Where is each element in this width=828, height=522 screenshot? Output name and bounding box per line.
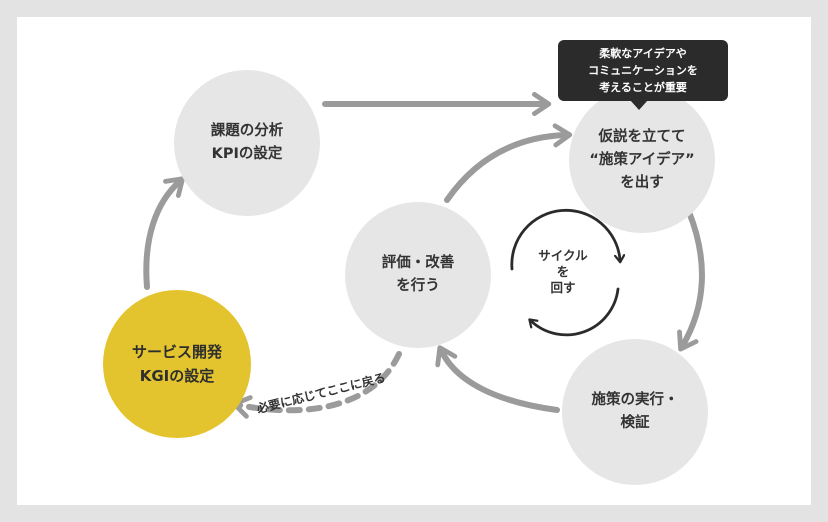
node-issue-analysis-line1: 課題の分析 [210,123,284,139]
node-execution-line2: 検証 [620,415,650,431]
node-evaluation-line1: 評価・改善 [381,255,455,271]
node-execution-line1: 施策の実行・ [591,392,679,408]
node-issue-analysis: 課題の分析 KPIの設定 [174,70,320,216]
cycle-label: サイクル を 回す [533,248,593,296]
cycle-arrow-top [510,208,626,271]
node-evaluation-line2: を行う [396,278,440,294]
diagram-card: 課題の分析 KPIの設定 仮説を立てて “施策アイデア” を出す 施策の実行・ … [17,17,811,505]
node-hypothesis-line1: 仮説を立てて [598,128,686,145]
tooltip-line2: コミュニケーションを [588,64,698,77]
cycle-label-line2: を [556,264,570,279]
arrow-hypothesis-to-execution [677,209,705,352]
node-hypothesis: 仮説を立てて “施策アイデア” を出す [569,87,715,233]
node-service-dev: サービス開発 KGIの設定 [103,290,251,438]
cycle-label-line1: サイクル [538,248,588,263]
flow-arrows [143,92,705,419]
node-hypothesis-line2: “施策アイデア” [589,151,695,168]
node-issue-analysis-line2: KPIの設定 [211,146,283,162]
tooltip-line1: 柔軟なアイデアや [599,47,687,60]
cycle-arrow-bottom [528,287,620,337]
node-evaluation: 評価・改善 を行う [345,202,491,348]
arrow-service-to-analysis [143,176,185,290]
tooltip-line3: 考えることが重要 [599,81,687,94]
node-service-dev-line1: サービス開発 [131,343,222,361]
idea-tooltip: 柔軟なアイデアや コミュニケーションを 考えることが重要 [558,40,728,101]
cycle-label-line3: 回す [550,280,576,295]
arrow-execution-to-evaluation [435,345,560,413]
tooltip-tail [630,100,648,110]
node-execution: 施策の実行・ 検証 [562,339,708,485]
node-hypothesis-line3: を出す [620,174,664,191]
arrow-return-dashed [231,351,402,419]
arrow-evaluation-to-hypothesis [444,123,573,203]
node-service-dev-line2: KGIの設定 [139,367,215,385]
